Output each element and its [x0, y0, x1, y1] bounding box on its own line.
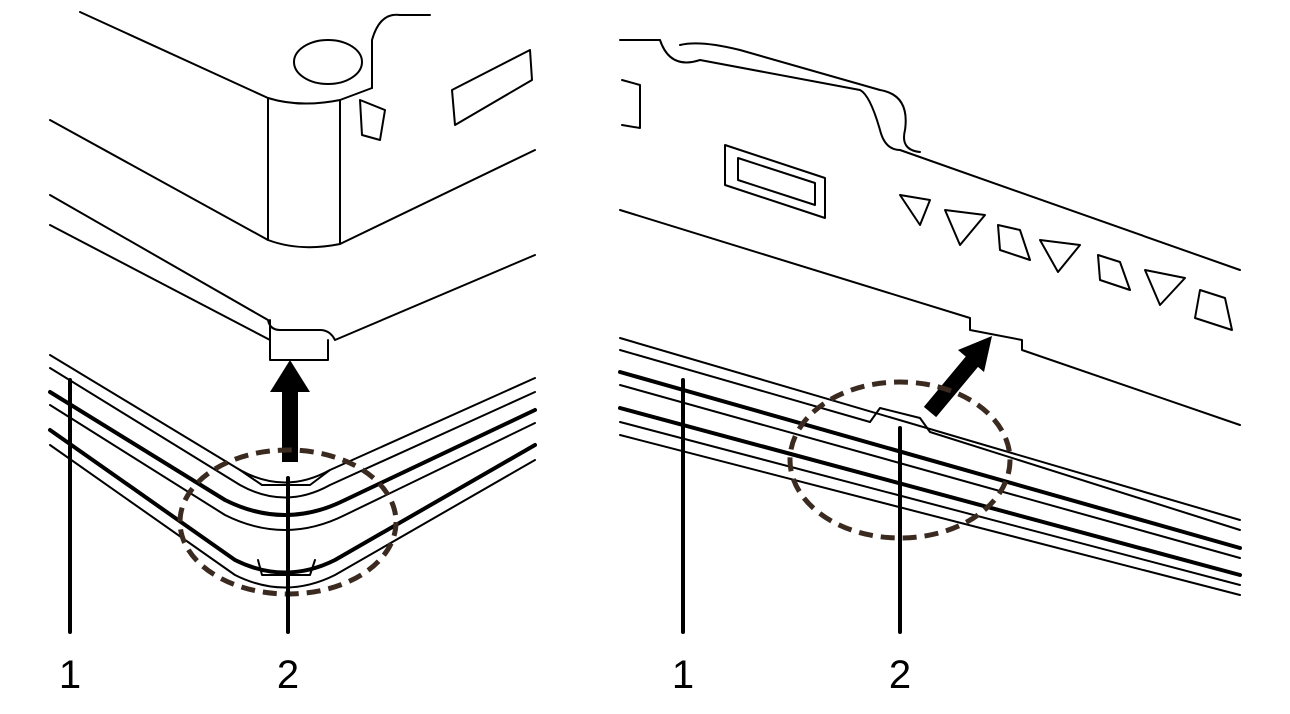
left-frame [48, 354, 537, 589]
right-device-body [619, 39, 1241, 426]
left-arrow-up [270, 360, 310, 462]
right-arrow [923, 336, 992, 418]
ventilation-slots [899, 194, 1233, 331]
right-callout-1: 1 [671, 653, 695, 697]
right-detail-circle [787, 379, 1013, 541]
left-device-body [49, 11, 536, 361]
right-callout-2: 2 [888, 653, 912, 697]
left-callout-1: 1 [58, 653, 82, 697]
right-frame [618, 337, 1242, 596]
left-callout-2: 2 [276, 653, 300, 697]
